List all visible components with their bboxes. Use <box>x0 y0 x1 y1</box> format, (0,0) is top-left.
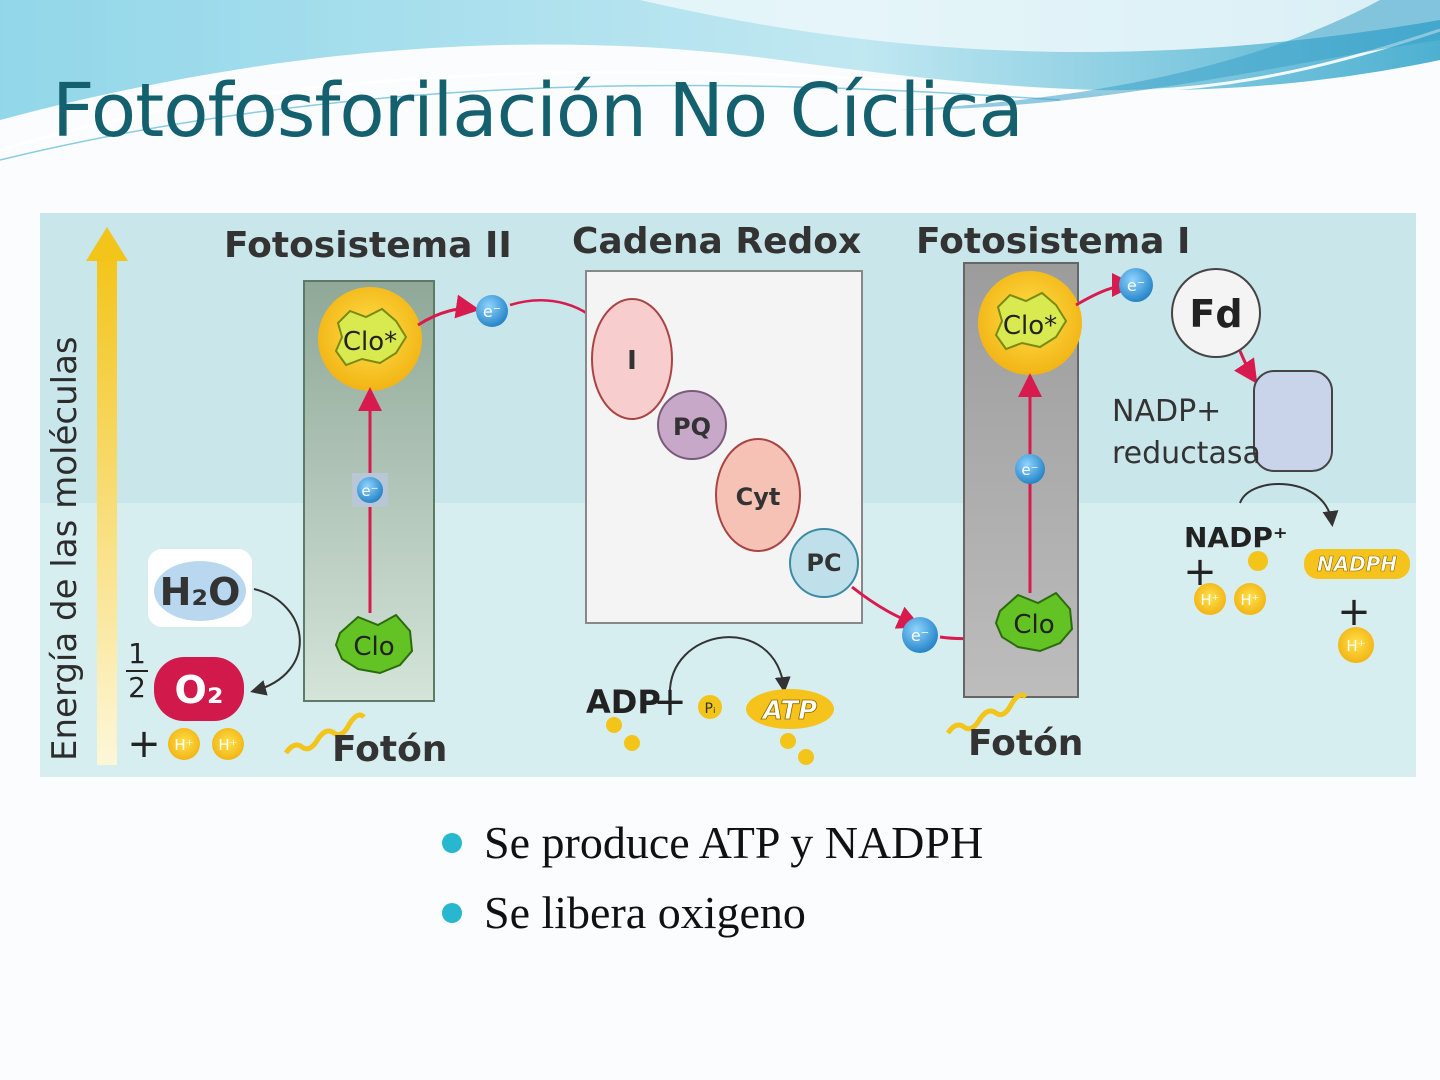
ps1-excited-chlorophyll: Clo* <box>978 271 1082 375</box>
phosphate: Pᵢ <box>698 695 722 719</box>
carrier-cyt: Cyt <box>715 438 801 552</box>
carrier-pq: PQ <box>657 390 727 460</box>
ps2-electron-mid: e⁻ <box>352 473 388 507</box>
nadph-molecule: NADPH <box>1304 549 1410 579</box>
svg-text:reductasa: reductasa <box>1112 436 1261 471</box>
svg-text:Fd: Fd <box>1189 292 1242 336</box>
svg-text:H₂O: H₂O <box>160 570 241 614</box>
svg-text:H⁺: H⁺ <box>218 736 237 754</box>
svg-text:e⁻: e⁻ <box>1127 276 1145 295</box>
svg-text:e⁻: e⁻ <box>1021 461 1038 479</box>
ps1-photon-label: Fotón <box>968 723 1083 764</box>
energy-axis-label: Energía de las moléculas <box>45 336 85 761</box>
svg-text:Clo*: Clo* <box>1003 311 1057 341</box>
adp-label: ADP <box>586 683 661 721</box>
ps2-ground-chlorophyll: Clo <box>334 613 414 675</box>
svg-text:NADPH: NADPH <box>1317 552 1397 576</box>
ps1-ground-chlorophyll: Clo <box>994 591 1074 653</box>
ps2-photon-wave <box>283 712 366 755</box>
svg-text:Cyt: Cyt <box>736 483 781 511</box>
svg-text:Clo: Clo <box>353 632 394 662</box>
svg-text:e⁻: e⁻ <box>483 302 501 321</box>
carrier-i: I <box>591 298 673 420</box>
half-numerator: 1 <box>128 637 146 670</box>
svg-text:I: I <box>627 346 637 376</box>
carrier-pc: PC <box>789 528 859 598</box>
svg-text:e⁻: e⁻ <box>911 626 929 645</box>
bullet-item: Se libera oxigeno <box>442 878 983 948</box>
bullet-dot-icon <box>442 833 462 853</box>
svg-text:Clo*: Clo* <box>343 327 397 357</box>
svg-text:NADP+: NADP+ <box>1112 394 1221 429</box>
svg-text:O₂: O₂ <box>175 668 224 712</box>
svg-text:Pᵢ: Pᵢ <box>705 701 716 717</box>
half-denominator: 2 <box>128 671 146 704</box>
water-protons: H⁺ H⁺ <box>168 728 244 760</box>
svg-text:ATP: ATP <box>761 696 817 726</box>
water-molecule: H₂O <box>148 549 252 627</box>
bullet-list: Se produce ATP y NADPH Se libera oxigeno <box>442 808 983 948</box>
nadp-reductase: NADP+ reductasa <box>1112 370 1333 472</box>
header-wave-decoration <box>0 0 1440 161</box>
ps2-excited-chlorophyll: Clo* <box>318 287 422 391</box>
header-cadena-redox: Cadena Redox <box>572 221 861 262</box>
svg-text:H⁺: H⁺ <box>1346 637 1365 655</box>
electron-ps2-out: e⁻ <box>476 295 508 327</box>
svg-text:Clo: Clo <box>1013 610 1054 640</box>
adp-plus: + <box>653 679 687 725</box>
slide-title: Fotofosforilación No Cíclica <box>52 68 1024 154</box>
header-fotosistema-ii: Fotosistema II <box>224 225 512 266</box>
water-plus: + <box>127 721 161 767</box>
svg-text:H⁺: H⁺ <box>1200 591 1219 609</box>
ps2-photon-label: Fotón <box>332 729 447 770</box>
electron-chain-out: e⁻ <box>902 617 938 653</box>
bullet-item: Se produce ATP y NADPH <box>442 808 983 878</box>
svg-text:PQ: PQ <box>673 413 711 441</box>
svg-text:PC: PC <box>806 549 841 577</box>
svg-text:H⁺: H⁺ <box>174 736 193 754</box>
bullet-dot-icon <box>442 903 462 923</box>
nadph-proton: H⁺ <box>1338 627 1374 663</box>
ferredoxin: Fd <box>1171 268 1261 358</box>
electron-ps1-out: e⁻ <box>1119 268 1153 302</box>
photophosphorylation-diagram: Energía de las moléculas Fotosistema II … <box>40 213 1416 777</box>
svg-text:e⁻: e⁻ <box>361 482 378 500</box>
header-fotosistema-i: Fotosistema I <box>916 221 1190 262</box>
oxygen-molecule: O₂ <box>154 657 244 721</box>
nadp-protons: H⁺ H⁺ <box>1194 583 1266 615</box>
ps1-electron-mid: e⁻ <box>1015 454 1045 484</box>
energy-axis: Energía de las moléculas <box>45 227 128 765</box>
atp-molecule: ATP <box>746 689 834 765</box>
svg-text:H⁺: H⁺ <box>1240 591 1259 609</box>
nadp-plus-label: NADP⁺ <box>1184 521 1288 554</box>
ps1-photon-wave <box>945 692 1028 735</box>
